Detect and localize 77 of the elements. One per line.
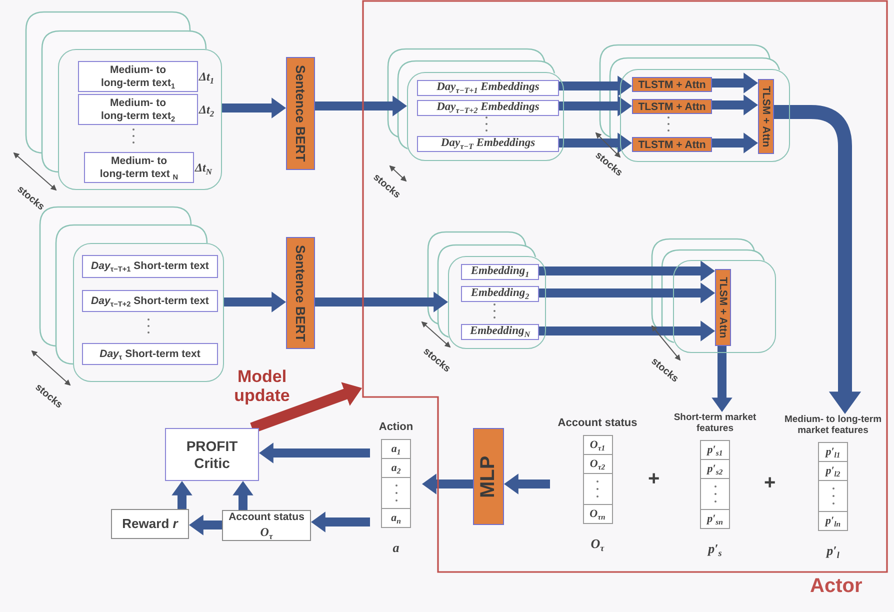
flow-arrow [311, 512, 370, 532]
vector-heading: Action [378, 421, 414, 434]
vector-cell: a$_{1}$ [382, 440, 410, 460]
flow-arrow [559, 96, 632, 116]
stack-card [673, 260, 776, 353]
flow-arrow [539, 320, 715, 342]
model-block: TLSM + Attn [715, 269, 731, 346]
document-box: Day$_{τ−T+2}$ Short-term text [82, 290, 218, 312]
flow-arrow [774, 105, 862, 414]
time-interval-label: Δt$_{2}$ [199, 102, 214, 117]
vector-cell: O$_{τ2}$ [584, 455, 612, 474]
vector-cell: p′$_{s1}$ [701, 440, 729, 460]
flow-arrow [172, 481, 192, 509]
time-interval-label: Δt$_{N}$ [195, 160, 212, 175]
flow-arrow [712, 72, 758, 94]
stack-card [73, 243, 224, 382]
embedding-box: Embedding$_{N}$ [461, 324, 539, 340]
flow-arrow [559, 132, 632, 154]
stack-card [407, 72, 564, 161]
document-box: Day$_{τ}$ Short-term text [82, 343, 218, 365]
vector-cell-text: p′$_{sn}$ [705, 512, 724, 528]
encoder-block: Sentence BERT [286, 237, 315, 349]
flow-arrow [712, 94, 758, 116]
model-block: TLSTM + Attn [632, 137, 712, 152]
plus-sign: + [764, 472, 776, 495]
model-update-arrow [250, 382, 364, 434]
flow-arrow [712, 132, 758, 154]
box-heading: Account status [228, 510, 304, 524]
status-symbol: O$_{τ}$ [260, 525, 273, 540]
embedding-box: Embedding$_{1}$ [461, 264, 539, 280]
vector-cell: p′$_{l1}$ [819, 442, 847, 462]
stack-card [448, 256, 546, 349]
flow-arrow [259, 442, 370, 464]
stack-card [58, 49, 222, 190]
model-block: TLSTM + Attn [632, 99, 712, 114]
vector-symbol: p′$_{s}$ [708, 540, 722, 557]
vector-heading: Account status [558, 417, 638, 430]
vector-heading: Short-term market features [672, 412, 758, 435]
stack-card [620, 69, 790, 162]
flow-arrow [232, 481, 254, 510]
flow-arrow [539, 260, 715, 282]
vector-symbol: a [392, 540, 400, 556]
embedding-box: Day$_{τ−T}$ Embeddings [417, 136, 559, 152]
vector-cell-text: a$_{n}$ [390, 511, 402, 528]
vector-heading: Medium- to long-term market features [783, 414, 883, 437]
time-interval-label: Δt$_{1}$ [199, 69, 214, 84]
embedding-box: Day$_{τ−T+2}$ Embeddings [417, 100, 559, 116]
flow-arrow [559, 76, 632, 96]
flow-arrow [189, 514, 222, 536]
vector-cell: a$_{2}$ [382, 459, 410, 478]
flow-arrow [222, 98, 286, 118]
embedding-box: Day$_{τ−T+1}$ Embeddings [417, 80, 559, 96]
vector-symbol: p′$_{l}$ [826, 542, 840, 559]
critic-box: PROFIT Critic [165, 428, 259, 481]
reward-box: Reward r [111, 509, 189, 539]
region-title: Actor [810, 575, 862, 598]
flow-arrow [315, 292, 448, 312]
mlp-block: MLP [473, 428, 504, 525]
flow-arrow [422, 474, 473, 494]
flow-arrow [315, 96, 407, 116]
vector-cell-text: O$_{τn}$ [588, 507, 606, 524]
flow-arrow [712, 346, 732, 412]
vector-cell-text: p′$_{ln}$ [824, 514, 842, 530]
vector-symbol: O$_{τ}$ [590, 536, 604, 552]
model-block: TLSTM + Attn [632, 77, 712, 92]
embedding-box: Embedding$_{2}$ [461, 286, 539, 302]
document-box: Day$_{τ−T+1}$ Short-term text [82, 255, 218, 278]
plus-sign: + [648, 468, 660, 491]
model-block: TLSM + Attn [758, 79, 774, 154]
vector-cell: p′$_{l2}$ [819, 462, 847, 481]
vector-cell: O$_{τ1}$ [584, 436, 612, 456]
flow-arrow [539, 282, 715, 304]
encoder-block: Sentence BERT [286, 57, 315, 170]
flow-arrow [504, 474, 550, 494]
vector-cell: p′$_{s2}$ [701, 460, 729, 479]
account-status-box [222, 510, 311, 541]
flow-arrow [224, 292, 286, 312]
